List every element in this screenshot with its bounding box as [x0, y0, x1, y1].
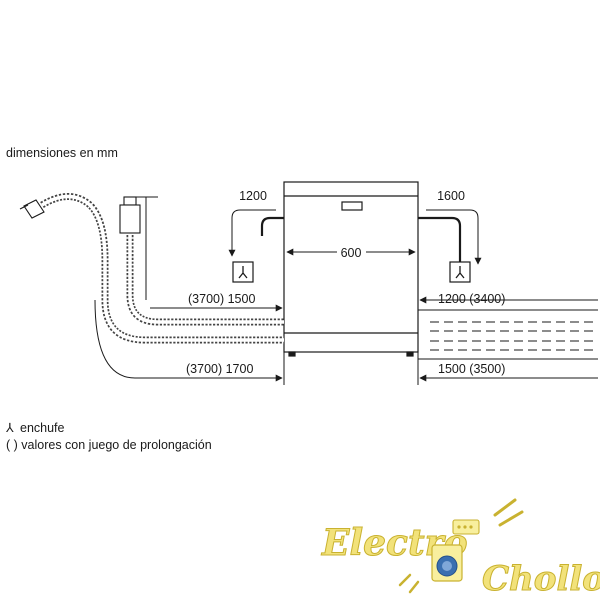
drain-hose — [40, 193, 284, 344]
power-cable-right — [418, 216, 462, 262]
water-tap-icon — [119, 196, 158, 300]
appliance-emblem-icon — [398, 498, 524, 594]
plug-icon — [238, 266, 248, 279]
left-lower-label: (3700) 1700 — [186, 362, 253, 376]
plug-left — [232, 261, 254, 283]
left-upper-label: (3700) 1500 — [188, 292, 255, 306]
right-upper-label: 1200 (3400) — [438, 292, 505, 306]
plug-legend-symbol: ⅄ — [5, 421, 14, 435]
power-cable-left — [260, 216, 284, 236]
right-lower-label: 1500 (3500) — [438, 362, 505, 376]
left-upper-dimension: (3700) 1500 — [150, 292, 283, 312]
cable-left-dimension: 1200 — [228, 189, 276, 257]
width-label: 600 — [341, 246, 362, 260]
plug-icon — [455, 266, 465, 279]
watermark-logo: Electro Chollo — [321, 498, 600, 600]
plug-right — [449, 261, 471, 283]
right-lower-dimension: 1500 (3500) — [419, 362, 598, 382]
foot-right — [406, 351, 414, 357]
drain-outlet-icon — [19, 199, 45, 219]
cable-left-label: 1200 — [239, 189, 267, 203]
foot-left — [288, 351, 296, 357]
width-dimension: 600 — [286, 246, 416, 260]
extension-legend-label: ( ) valores con juego de prolongación — [6, 438, 212, 452]
logo-word-chollo: Chollo — [482, 559, 600, 599]
dishwasher-body — [283, 181, 419, 357]
control-panel-display — [341, 201, 363, 211]
units-label: dimensiones en mm — [6, 146, 118, 160]
cable-right-label: 1600 — [437, 189, 465, 203]
right-upper-dimension: 1200 (3400) — [419, 292, 598, 306]
right-pipe-lines — [418, 309, 598, 360]
body-extension-lines — [283, 352, 419, 385]
plug-legend-label: enchufe — [20, 421, 65, 435]
left-lower-dimension: (3700) 1700 — [94, 299, 283, 382]
inlet-hose — [126, 235, 284, 326]
cable-right-dimension: 1600 — [426, 189, 482, 265]
legend: ⅄ enchufe ( ) valores con juego de prolo… — [5, 421, 212, 452]
